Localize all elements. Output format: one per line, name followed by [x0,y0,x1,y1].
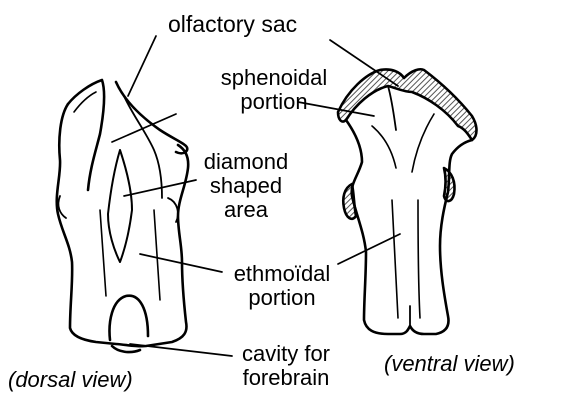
leader-olfactory-sac-dorsal [128,36,156,96]
label-diamond-line2: shaped [194,174,298,198]
ventral-midline-right [418,200,420,318]
label-dorsal-view: (dorsal view) [8,368,133,392]
dorsal-outline [57,104,188,346]
label-olfactory-sac: olfactory sac [168,12,297,36]
label-sphenoidal-portion: sphenoidal portion [180,66,368,114]
ventral-midline-left [392,200,398,318]
leader-cavity [130,344,232,356]
ventral-inner-left [372,126,396,168]
label-sphenoidal-line2: portion [180,90,368,114]
label-diamond-shaped-area: diamond shaped area [194,150,298,222]
label-cavity-line2: forebrain [232,366,340,390]
dorsal-side-bump [168,198,178,222]
diamond-area [108,150,132,262]
label-cavity-for-forebrain: cavity for forebrain [232,342,340,390]
label-sphenoidal-line1: sphenoidal [180,66,368,90]
ventral-outline [346,120,472,334]
label-cavity-line1: cavity for [232,342,340,366]
ventral-inner-top [388,86,396,130]
label-diamond-line3: area [194,198,298,222]
label-ethmoidal-portion: ethmoïdal portion [220,262,344,310]
dorsal-view-drawing [57,80,188,352]
label-diamond-line1: diamond [194,150,298,174]
dorsal-left-bump [58,196,66,218]
dorsal-midline-left [100,210,106,296]
label-ethmoidal-line1: ethmoïdal [220,262,344,286]
dorsal-left-tube [68,80,104,190]
dorsal-bottom-notch [110,296,148,340]
ventral-inner-right [412,114,434,172]
dorsal-midline-right [154,210,160,300]
leader-diamond-area [124,180,196,196]
dorsal-right-rim [116,82,187,153]
label-ethmoidal-line2: portion [220,286,344,310]
leader-ethmoidal-ventral [338,234,400,264]
label-ventral-view: (ventral view) [384,352,515,376]
